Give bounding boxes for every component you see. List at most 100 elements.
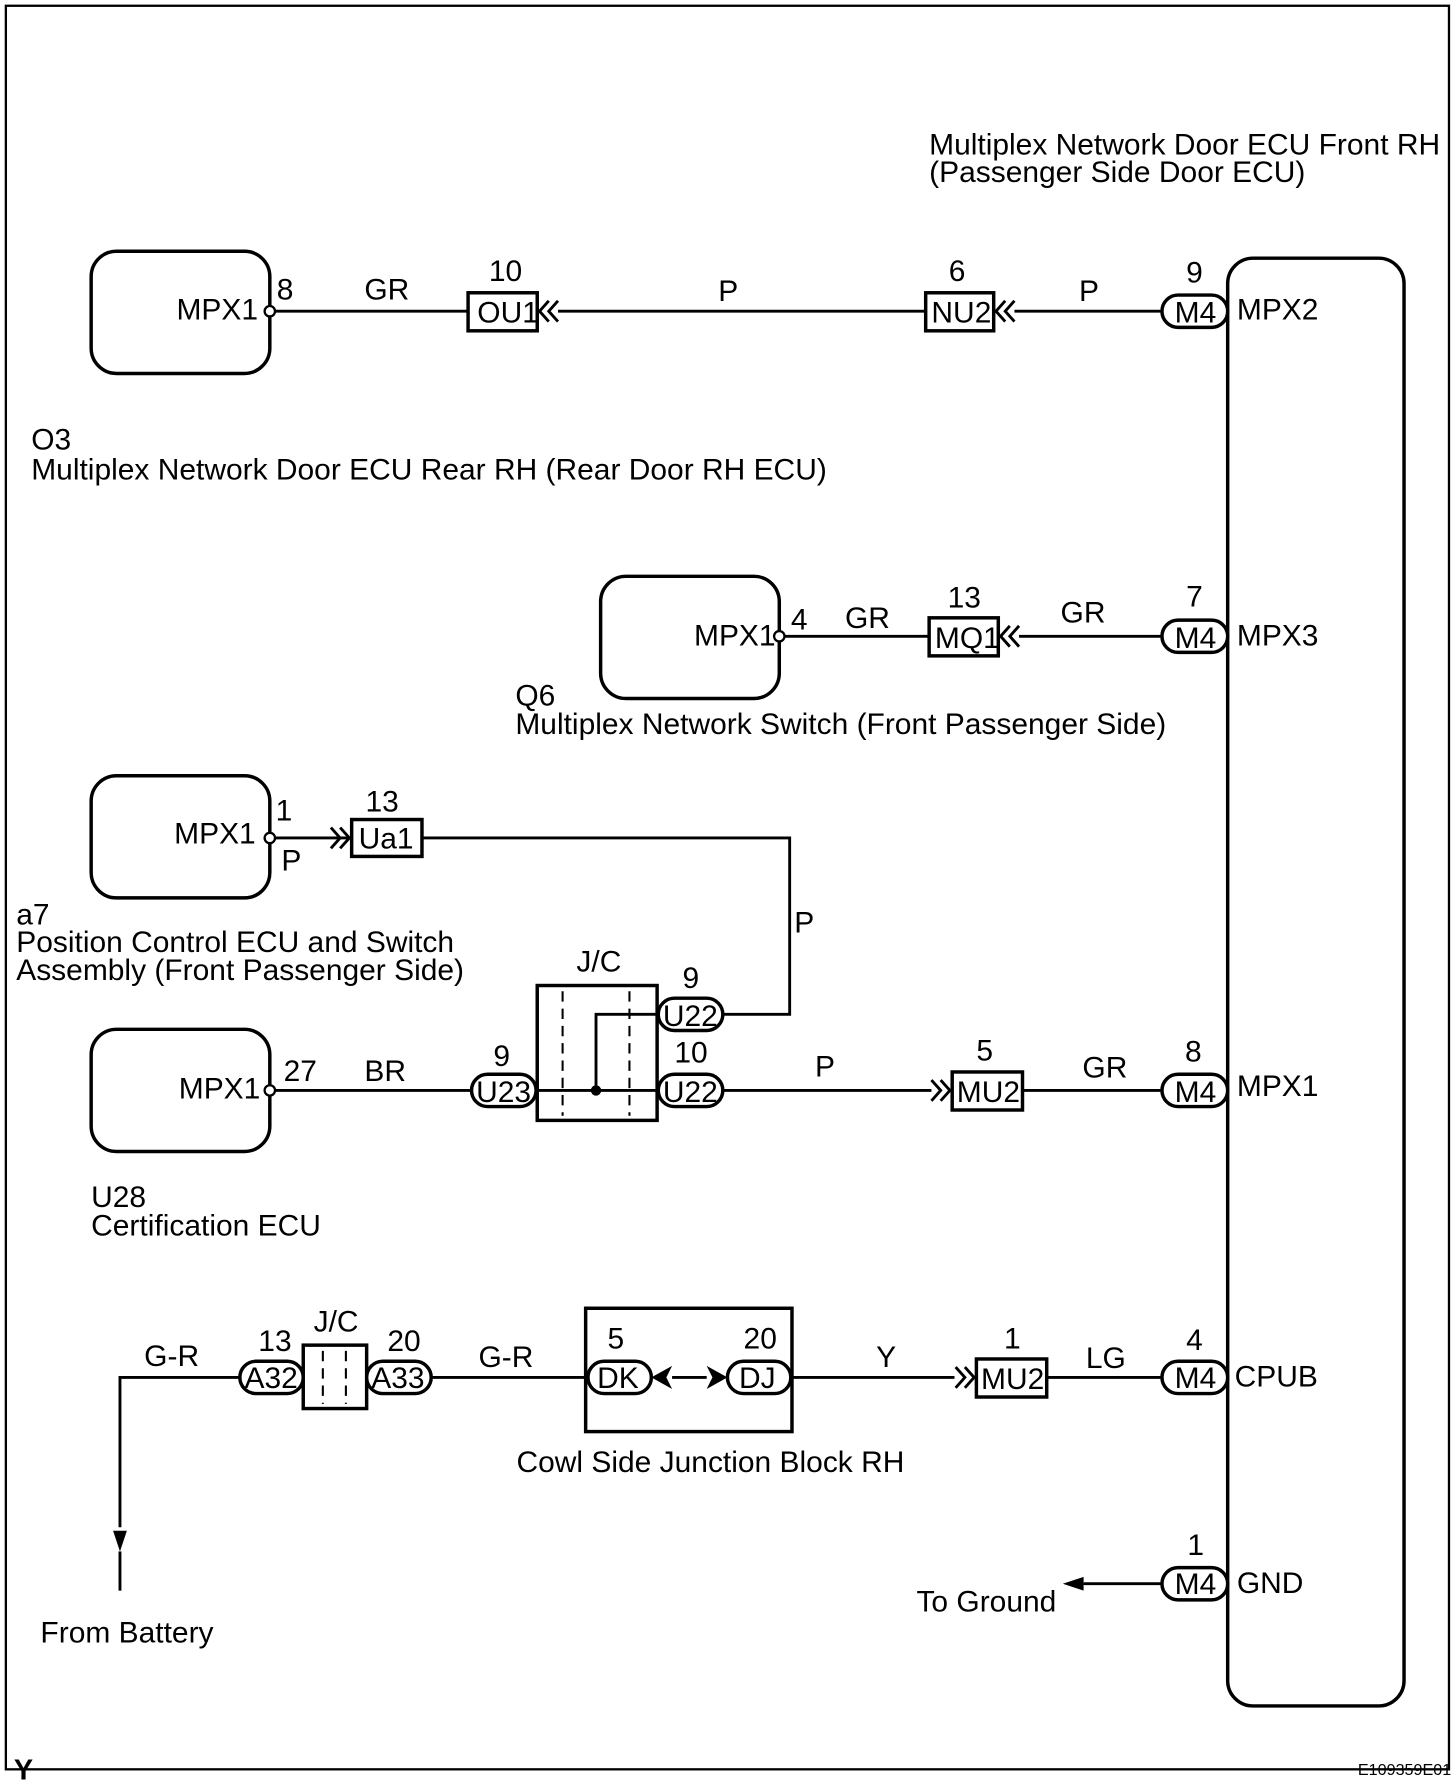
cowl-label: Cowl Side Junction Block RH: [516, 1446, 904, 1479]
a7-terminal-dot: [263, 831, 277, 845]
main-ecu-title-line1: Multiplex Network Door ECU Front RH: [929, 128, 1440, 161]
wire-label-p-1: P: [718, 275, 738, 308]
wire-label-gr-4: GR: [1082, 1052, 1127, 1085]
connector-u22-9-id: U22: [663, 1000, 718, 1033]
connector-m4-9-pin: 9: [1186, 256, 1203, 289]
pin-mpx2: MPX2: [1237, 293, 1319, 326]
connector-m4-1-id: M4: [1175, 1568, 1217, 1601]
q6-name: Multiplex Network Switch (Front Passenge…: [515, 708, 1166, 741]
connector-m4-7: [1160, 618, 1230, 655]
junction-connector-2: [301, 1343, 369, 1411]
jc-label-2: J/C: [314, 1305, 359, 1338]
wire-label-g-r-2: G-R: [478, 1341, 533, 1374]
a7-name-line2: Assembly (Front Passenger Side): [16, 954, 464, 987]
connector-u22-9-pin: 9: [682, 962, 699, 995]
from-battery-note: From Battery: [40, 1617, 213, 1650]
connector-m4-4-id: M4: [1175, 1362, 1217, 1395]
terminal-right-icon: [706, 1365, 728, 1389]
connector-u23-pin: 9: [493, 1040, 510, 1073]
u28-terminal: MPX1: [179, 1072, 261, 1105]
wire-label-p-4: P: [815, 1051, 835, 1084]
wire-g-r-battery: [118, 1375, 240, 1528]
wire-label-gr-3: GR: [1061, 596, 1106, 629]
connector-nu2-id: NU2: [931, 297, 991, 330]
main-ecu-title-line2: (Passenger Side Door ECU): [929, 156, 1305, 189]
to-ground-note: To Ground: [916, 1585, 1056, 1618]
wire-label-p-2: P: [1079, 275, 1099, 308]
connector-u23-id: U23: [476, 1076, 531, 1109]
pin-gnd: GND: [1237, 1567, 1304, 1600]
connector-mq1-pin: 13: [948, 581, 981, 614]
connector-m4-7-id: M4: [1175, 622, 1217, 655]
connector-m4-8-id: M4: [1175, 1076, 1217, 1109]
main-ecu-box: [1225, 256, 1406, 1708]
connector-m4-9-id: M4: [1175, 297, 1217, 330]
connector-ua1-id: Ua1: [359, 822, 414, 855]
footer-left: Y: [14, 1755, 33, 1782]
connector-ua1-pin: 13: [365, 785, 398, 818]
connector-ou1-pin: 10: [489, 255, 522, 288]
connector-a33-pin: 20: [387, 1325, 420, 1358]
jc-label-1: J/C: [576, 946, 621, 979]
o3-code: O3: [31, 424, 71, 457]
chevron-right-icon: [954, 1365, 976, 1390]
o3-terminal-dot: [263, 304, 277, 318]
wire-label-y: Y: [876, 1341, 896, 1374]
wire-label-g-r-1: G-R: [144, 1340, 199, 1373]
connector-m4-1-pin: 1: [1187, 1529, 1204, 1562]
wire-label-lg: LG: [1086, 1342, 1126, 1375]
u28-code: U28: [91, 1181, 146, 1214]
connector-a33-id: A33: [371, 1362, 424, 1395]
connector-dk-pin: 5: [608, 1323, 625, 1356]
a7-code: a7: [16, 898, 49, 931]
connector-dk-id: DK: [597, 1362, 639, 1395]
arrow-up-icon: [113, 1530, 127, 1552]
connector-mu2-1-pin: 1: [1004, 1323, 1021, 1356]
wire-label-p-a7: P: [281, 844, 301, 877]
chevron-right-icon: [930, 1078, 952, 1103]
q6-terminal-dot: [772, 629, 786, 643]
connector-ou1-id: OU1: [477, 297, 539, 330]
a7-terminal: MPX1: [174, 818, 256, 851]
connector-ou1: [466, 291, 539, 333]
connector-u22-10-id: U22: [663, 1076, 718, 1109]
connector-mq1: [927, 616, 1001, 658]
connector-nu2-pin: 6: [949, 255, 966, 288]
a7-name-line1: Position Control ECU and Switch: [16, 926, 454, 959]
connector-nu2: [923, 291, 996, 333]
q6-pin: 4: [791, 603, 808, 636]
wire-label-p-3: P: [794, 906, 814, 939]
connector-a32-pin: 13: [258, 1325, 291, 1358]
connector-dj-pin: 20: [744, 1323, 777, 1356]
o3-name: Multiplex Network Door ECU Rear RH (Rear…: [31, 454, 827, 487]
pin-mpx3: MPX3: [1237, 619, 1319, 652]
chevron-left-icon: [994, 299, 1016, 324]
page-frame: [4, 4, 1451, 1771]
connector-ua1: [349, 817, 424, 859]
o3-pin: 8: [277, 274, 294, 307]
connector-mu2-5: [950, 1070, 1025, 1112]
connector-dj-id: DJ: [739, 1362, 776, 1395]
u28-terminal-dot: [263, 1084, 277, 1097]
arrow-left-icon: [1062, 1576, 1084, 1591]
chevron-left-icon: [538, 299, 560, 324]
connector-dj: [725, 1359, 793, 1396]
connector-m4-7-pin: 7: [1186, 580, 1203, 613]
pin-mpx1: MPX1: [1237, 1070, 1319, 1103]
connector-u22-9: [656, 996, 725, 1033]
wire-label-gr-2: GR: [845, 602, 890, 635]
connector-mq1-id: MQ1: [935, 622, 1000, 655]
footer-code: E109359E01: [1358, 1761, 1451, 1779]
connector-m4-8-pin: 8: [1185, 1036, 1202, 1069]
o3-terminal: MPX1: [176, 293, 258, 326]
jc1-splice-dot: [590, 1085, 602, 1096]
connector-u22-10-pin: 10: [674, 1037, 707, 1070]
a7-pin: 1: [276, 795, 293, 828]
wire-p-ua1-to-jc: [421, 836, 792, 1016]
chevron-left-icon: [999, 624, 1021, 649]
connector-mu2-1-id: MU2: [981, 1363, 1044, 1396]
connector-mu2-5-pin: 5: [976, 1034, 993, 1067]
jc1-internal-wire: [594, 1012, 659, 1091]
connector-m4-8: [1160, 1072, 1230, 1109]
